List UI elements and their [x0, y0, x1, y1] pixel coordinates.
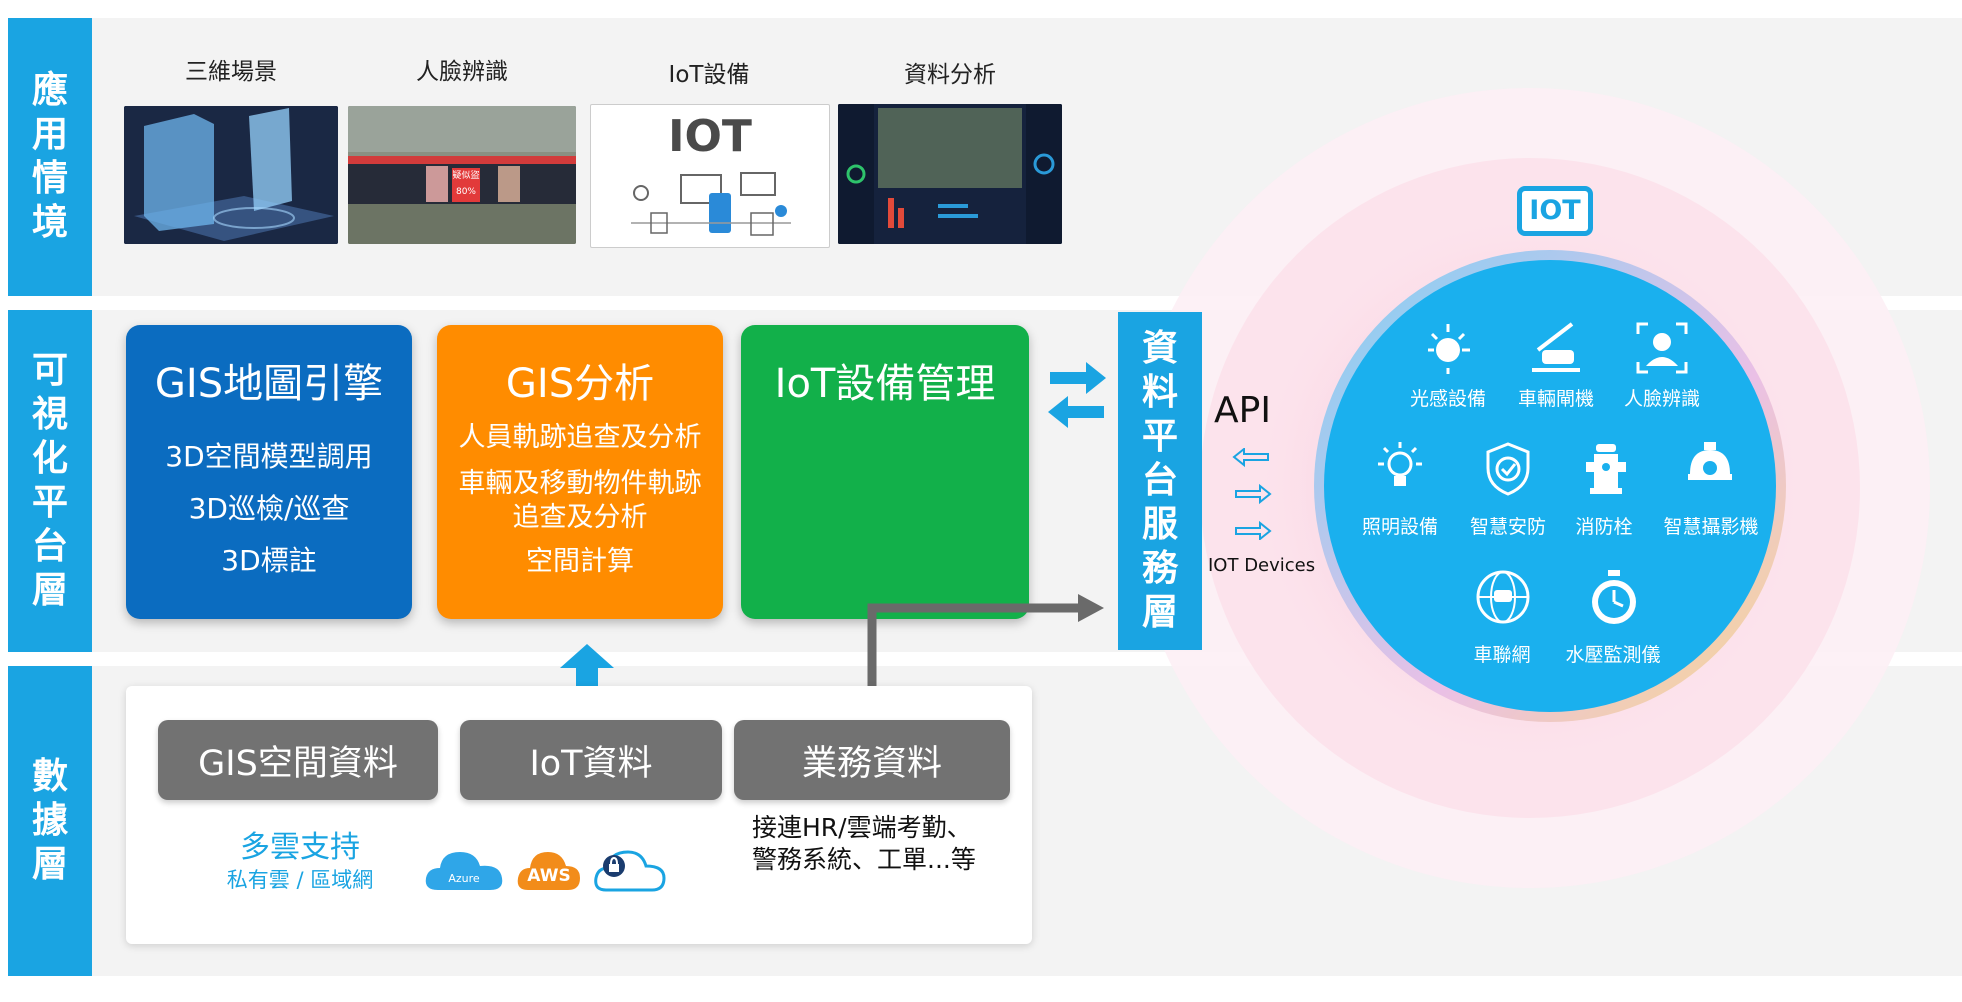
card-gis-engine: GIS地圖引擎 3D空間模型調用 3D巡檢/巡查 3D標註: [126, 325, 412, 619]
card-gis-analysis: GIS分析 人員軌跡追查及分析 車輛及移動物件軌跡 追查及分析 空間計算: [437, 325, 723, 619]
connected-car-icon: [1476, 570, 1530, 624]
iot-circle: [1314, 250, 1786, 722]
card-iot-management-title: IoT設備管理: [774, 361, 996, 407]
iot-thumb-text: IOT: [668, 111, 752, 162]
business-note: 接連HR/雲端考勤、 警務系統、工單...等: [752, 812, 976, 876]
iot-item-label: 車輛閘機: [1517, 388, 1594, 410]
data-source-business: 業務資料: [734, 720, 1010, 800]
dome-camera-icon: [1688, 442, 1732, 480]
layer-label-application: 應用情境: [8, 18, 92, 296]
iot-item-label: 車聯網: [1473, 644, 1531, 666]
data-source-gis: GIS空間資料: [158, 720, 438, 800]
iot-devices-thumbnail[interactable]: IOT: [590, 104, 830, 248]
vehicle-gate-icon: [1532, 322, 1580, 372]
iot-item-label: 人臉辨識: [1623, 388, 1700, 410]
iot-item-label: 智慧安防: [1469, 516, 1546, 538]
data-source-iot: IoT資料: [460, 720, 722, 800]
iot-item-label: 消防栓: [1575, 516, 1633, 538]
card-gis-analysis-title: GIS分析: [505, 361, 655, 407]
card-iot-management: IoT設備管理: [741, 325, 1029, 619]
fire-hydrant-icon: [1586, 444, 1626, 494]
bidirectional-arrows-icon: [1048, 362, 1106, 428]
aws-cloud-icon: AWS: [516, 848, 582, 892]
layer-label-data: 數據層: [8, 666, 92, 976]
multi-cloud-title: 多雲支持: [240, 830, 360, 865]
card-gis-engine-item: 3D空間模型調用: [165, 440, 373, 473]
app-title-face: 人臉辨識: [416, 59, 508, 85]
card-gis-analysis-item: 追查及分析: [512, 502, 648, 533]
layer-label-platform: 可視化平台層: [8, 310, 92, 652]
iot-badge: IOT: [1517, 186, 1593, 236]
card-gis-analysis-item: 空間計算: [526, 546, 634, 577]
iot-item-label: 光感設備: [1409, 388, 1486, 410]
app-title-analysis: 資料分析: [904, 62, 996, 88]
app-title-iot: IoT設備: [668, 62, 750, 88]
iot-devices-label: IOT Devices: [1208, 555, 1316, 576]
private-cloud-icon: [594, 850, 666, 892]
data-analysis-thumbnail[interactable]: [838, 104, 1062, 244]
azure-cloud-icon: Azure: [424, 846, 504, 892]
multi-cloud-subtitle: 私有雲 / 區域網: [226, 868, 374, 892]
card-gis-engine-item: 3D巡檢/巡查: [188, 492, 350, 525]
up-arrow-icon: [560, 644, 614, 694]
azure-label: Azure: [448, 872, 480, 885]
iot-item-label: 智慧攝影機: [1663, 516, 1759, 538]
business-note-line: 警務系統、工單...等: [752, 845, 976, 874]
lightbulb-icon: [1378, 442, 1422, 486]
3d-scene-thumbnail[interactable]: [124, 106, 338, 244]
business-note-line: 接連HR/雲端考勤、: [752, 813, 972, 842]
api-label: API: [1214, 390, 1271, 431]
iot-item-label: 水壓監測儀: [1565, 644, 1661, 666]
card-gis-engine-title: GIS地圖引擎: [154, 361, 384, 407]
app-title-3d: 三維場景: [185, 59, 277, 85]
pressure-gauge-icon: [1592, 570, 1636, 624]
security-shield-icon: [1486, 442, 1530, 496]
layer-label-service: 資料平台服務層: [1118, 312, 1202, 650]
iot-item-label: 照明設備: [1361, 516, 1438, 538]
card-gis-analysis-item: 人員軌跡追查及分析: [458, 422, 702, 453]
card-gis-engine-item: 3D標註: [221, 544, 317, 577]
light-sensor-icon: [1428, 324, 1470, 374]
face-scan-icon: [1636, 322, 1688, 374]
aws-label: AWS: [527, 866, 571, 886]
api-arrows-icon: [1232, 448, 1272, 540]
card-gis-analysis-item: 車輛及移動物件軌跡: [458, 468, 702, 499]
